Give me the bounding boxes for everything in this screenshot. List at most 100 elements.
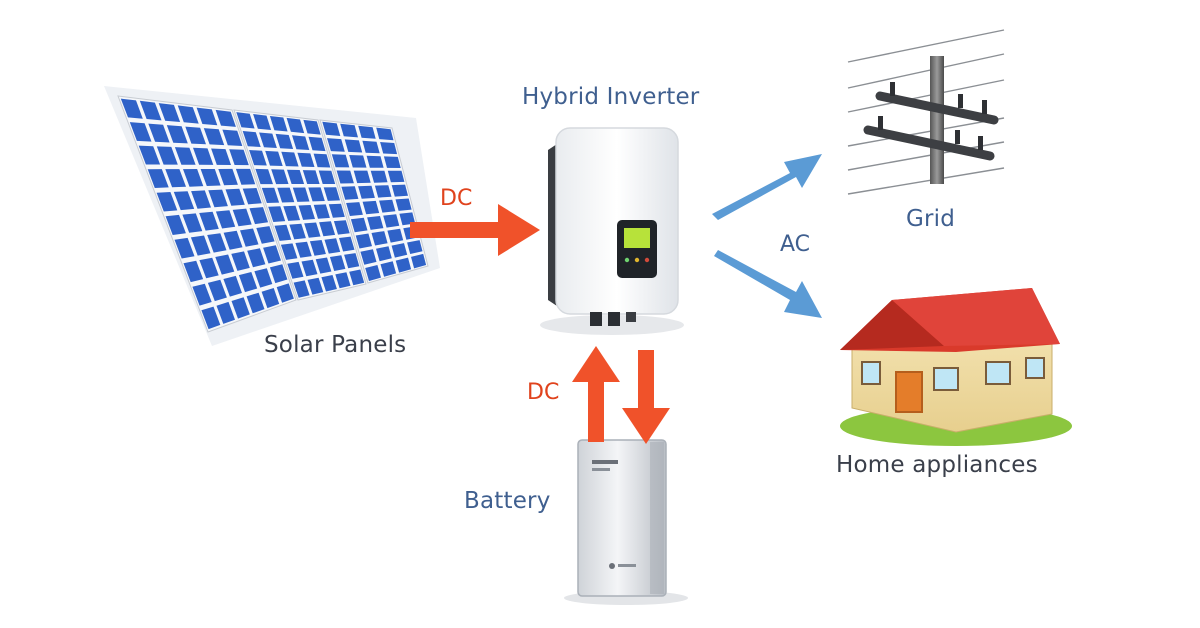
solar-cell — [318, 170, 336, 184]
solar-cell — [158, 103, 181, 122]
solar-cell — [371, 231, 388, 246]
grid-pole-image — [847, 29, 1005, 195]
solar-cell — [340, 123, 358, 138]
solar-cell — [249, 207, 269, 225]
solar-cell — [370, 170, 388, 183]
arrow-solar-to-inverter — [410, 204, 540, 256]
solar-cell — [301, 259, 318, 277]
hybrid-inverter-image — [540, 127, 684, 335]
solar-cell — [358, 125, 376, 139]
solar-cell — [196, 107, 218, 126]
solar-cell — [265, 150, 283, 166]
solar-cell — [287, 261, 304, 279]
solar-cell — [339, 236, 355, 252]
solar-cell — [358, 185, 375, 199]
power-line-wire — [847, 79, 1005, 113]
ac-label: AC — [780, 232, 811, 257]
grid-label: Grid — [906, 206, 956, 232]
solar-cell — [253, 114, 272, 130]
solar-cell — [263, 245, 281, 264]
solar-cell — [374, 185, 392, 198]
solar-cell — [203, 128, 225, 146]
solar-cell — [333, 220, 350, 235]
solar-cell — [387, 228, 404, 243]
solar-cell — [308, 136, 326, 152]
solar-cell — [231, 297, 250, 319]
solar-cell — [242, 131, 261, 147]
solar-cell — [383, 156, 401, 168]
solar-cell — [319, 221, 336, 237]
solar-cell — [391, 184, 408, 197]
solar-cell — [387, 170, 405, 183]
solar-cell — [183, 169, 204, 187]
solar-cell — [225, 188, 245, 206]
solar-cell — [329, 255, 346, 271]
solar-cell — [349, 269, 365, 286]
solar-cell — [304, 222, 321, 238]
solar-cell — [268, 206, 286, 222]
solar-cell — [215, 210, 236, 229]
solar-cell — [328, 203, 345, 218]
solar-cell — [261, 288, 280, 309]
solar-panels-label: Solar Panels — [264, 332, 407, 358]
power-line-wire — [847, 167, 1005, 195]
solar-cell — [269, 116, 288, 132]
solar-cell — [269, 264, 288, 284]
solar-cell — [355, 233, 372, 249]
solar-cell — [236, 112, 255, 129]
solar-cell — [407, 240, 423, 254]
solar-cell — [182, 213, 203, 233]
solar-cell — [313, 153, 331, 168]
solar-cell — [147, 169, 169, 188]
solar-cell — [302, 170, 320, 184]
solar-cell — [379, 199, 396, 213]
solar-cell — [255, 168, 273, 185]
solar-cell — [274, 224, 292, 241]
solar-cell — [380, 261, 397, 277]
house-image — [840, 288, 1072, 446]
solar-cell — [362, 140, 380, 154]
battery-image — [564, 439, 688, 605]
solar-cell — [327, 138, 345, 152]
solar-cell — [165, 214, 186, 235]
solar-cell — [344, 139, 363, 153]
solar-cell — [199, 257, 219, 279]
solar-cell — [367, 216, 384, 230]
solar-cell — [376, 127, 394, 141]
power-line-wire — [847, 117, 1005, 147]
solar-cell — [216, 301, 235, 324]
solar-cell — [183, 260, 204, 283]
solar-cell — [231, 251, 250, 271]
solar-cell — [242, 188, 262, 205]
solar-cell — [362, 200, 380, 215]
solar-cell — [315, 257, 332, 274]
solar-cell — [211, 148, 231, 165]
solar-cell — [344, 253, 360, 269]
solar-cell — [249, 150, 267, 166]
solar-cell — [289, 223, 306, 240]
solar-cell — [192, 283, 212, 306]
solar-cell — [271, 169, 289, 185]
solar-cell — [287, 169, 305, 184]
power-line-wire — [847, 53, 1005, 89]
solar-cell — [165, 169, 186, 188]
solar-cell — [376, 246, 392, 262]
solar-cell — [350, 217, 368, 233]
solar-cell — [156, 146, 178, 165]
solar-cell — [283, 205, 301, 221]
solar-cell — [246, 292, 265, 314]
solar-cell — [139, 100, 162, 121]
solar-cell — [395, 198, 412, 211]
solar-cell — [281, 151, 299, 167]
solar-cell — [129, 122, 152, 142]
solar-cell — [235, 168, 256, 185]
solar-cell — [193, 147, 214, 165]
arrow-inverter-to-battery — [622, 350, 670, 444]
solar-cell — [174, 237, 195, 259]
solar-cell — [341, 186, 359, 200]
power-line-wire — [847, 29, 1005, 63]
solar-cell — [292, 187, 310, 202]
solar-cell — [307, 277, 324, 295]
solar-cell — [174, 147, 196, 165]
solar-cell — [298, 205, 315, 220]
